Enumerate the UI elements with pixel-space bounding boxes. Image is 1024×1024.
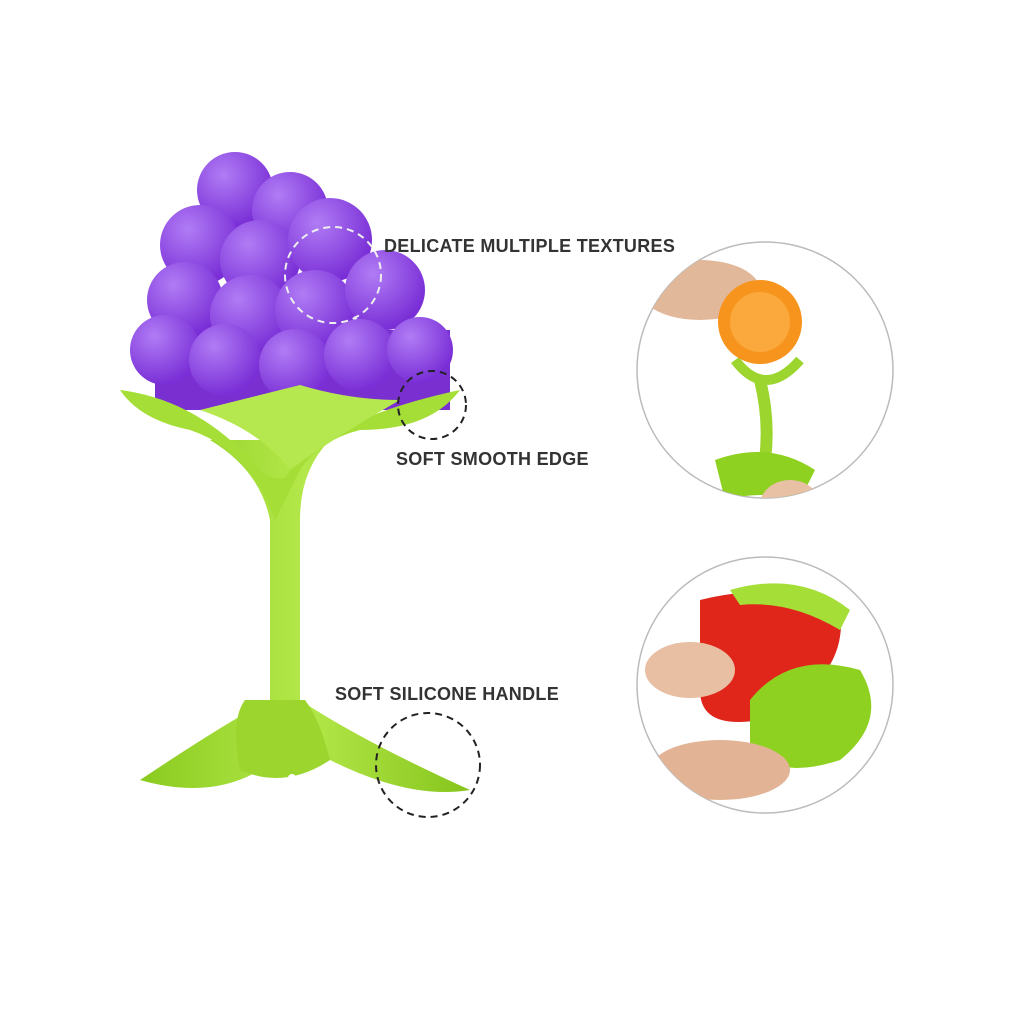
label-soft-smooth-edge: SOFT SMOOTH EDGE [396,449,589,469]
inset-photo-strawberry-teether [636,556,894,814]
texture-callout-circle [284,226,382,324]
inset-photo-orange-teether [636,241,894,499]
label-soft-silicone-handle: SOFT SILICONE HANDLE [335,684,560,704]
grape-teether [120,152,470,792]
label-delicate-multiple-textures: DELICATE MULTIPLE TEXTURES [384,236,676,256]
handle-callout-circle [375,712,481,818]
edge-callout-circle [397,370,467,440]
